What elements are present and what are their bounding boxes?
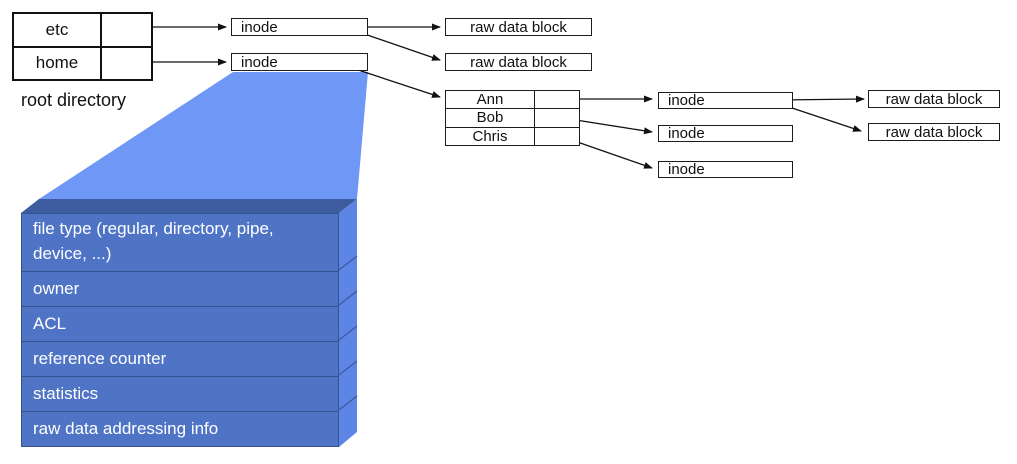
root-directory-caption: root directory: [21, 90, 127, 110]
root-directory-table: etc home: [12, 12, 153, 81]
inode-label: inode: [241, 18, 278, 36]
dir-entry-home: home: [14, 45, 151, 80]
raw-data-block-3: raw data block: [868, 90, 1000, 108]
inode-box-home: inode: [231, 53, 368, 71]
inode-label: inode: [241, 53, 278, 71]
raw-data-block-label: raw data block: [470, 18, 567, 36]
inode-box-etc: inode: [231, 18, 368, 36]
inode-box-chris: inode: [658, 161, 793, 178]
dir-entry-etc: etc: [14, 14, 151, 46]
inode-field-acl: ACL: [22, 306, 338, 341]
inode-zoom-funnel: [39, 72, 368, 199]
dir-entry-name: etc: [14, 14, 102, 46]
dir-entry-pointer-cell: [102, 14, 151, 46]
home-directory-table: Ann Bob Chris: [445, 90, 580, 146]
raw-data-block-label: raw data block: [470, 53, 567, 71]
inode-field-owner: owner: [22, 271, 338, 306]
dir-entry-chris: Chris: [446, 126, 579, 145]
raw-data-block-1: raw data block: [445, 18, 592, 36]
inode-field-statistics: statistics: [22, 376, 338, 411]
dir-entry-pointer-cell: [535, 128, 579, 145]
dir-entry-name: Ann: [446, 91, 535, 109]
dir-entry-name: Bob: [446, 109, 535, 127]
raw-data-block-label: raw data block: [885, 123, 983, 141]
inode-label: inode: [668, 92, 705, 109]
raw-data-block-label: raw data block: [885, 90, 983, 108]
dir-entry-name: Chris: [446, 127, 535, 145]
dir-entry-pointer-cell: [535, 91, 579, 108]
stack-side-face: [339, 199, 357, 447]
inode-label: inode: [668, 125, 705, 142]
dir-entry-ann: Ann: [446, 91, 579, 109]
inode-field-reference-counter: reference counter: [22, 341, 338, 376]
inode-field-file-type: file type (regular, directory, pipe, dev…: [33, 219, 274, 263]
dir-entry-pointer-cell: [535, 109, 579, 126]
inode-label: inode: [668, 161, 705, 178]
inode-field-raw-data-addressing: raw data addressing info: [22, 411, 338, 446]
dir-entry-name: home: [14, 47, 102, 79]
dir-entry-pointer-cell: [102, 48, 151, 80]
inode-box-bob: inode: [658, 125, 793, 142]
raw-data-block-4: raw data block: [868, 123, 1000, 141]
dir-entry-bob: Bob: [446, 108, 579, 127]
inode-detail-stack: file type (regular, directory, pipe, dev…: [21, 213, 339, 447]
raw-data-block-2: raw data block: [445, 53, 592, 71]
inode-box-ann: inode: [658, 92, 793, 109]
stack-top-face: [21, 199, 357, 213]
stack-side-separators: [338, 255, 358, 411]
